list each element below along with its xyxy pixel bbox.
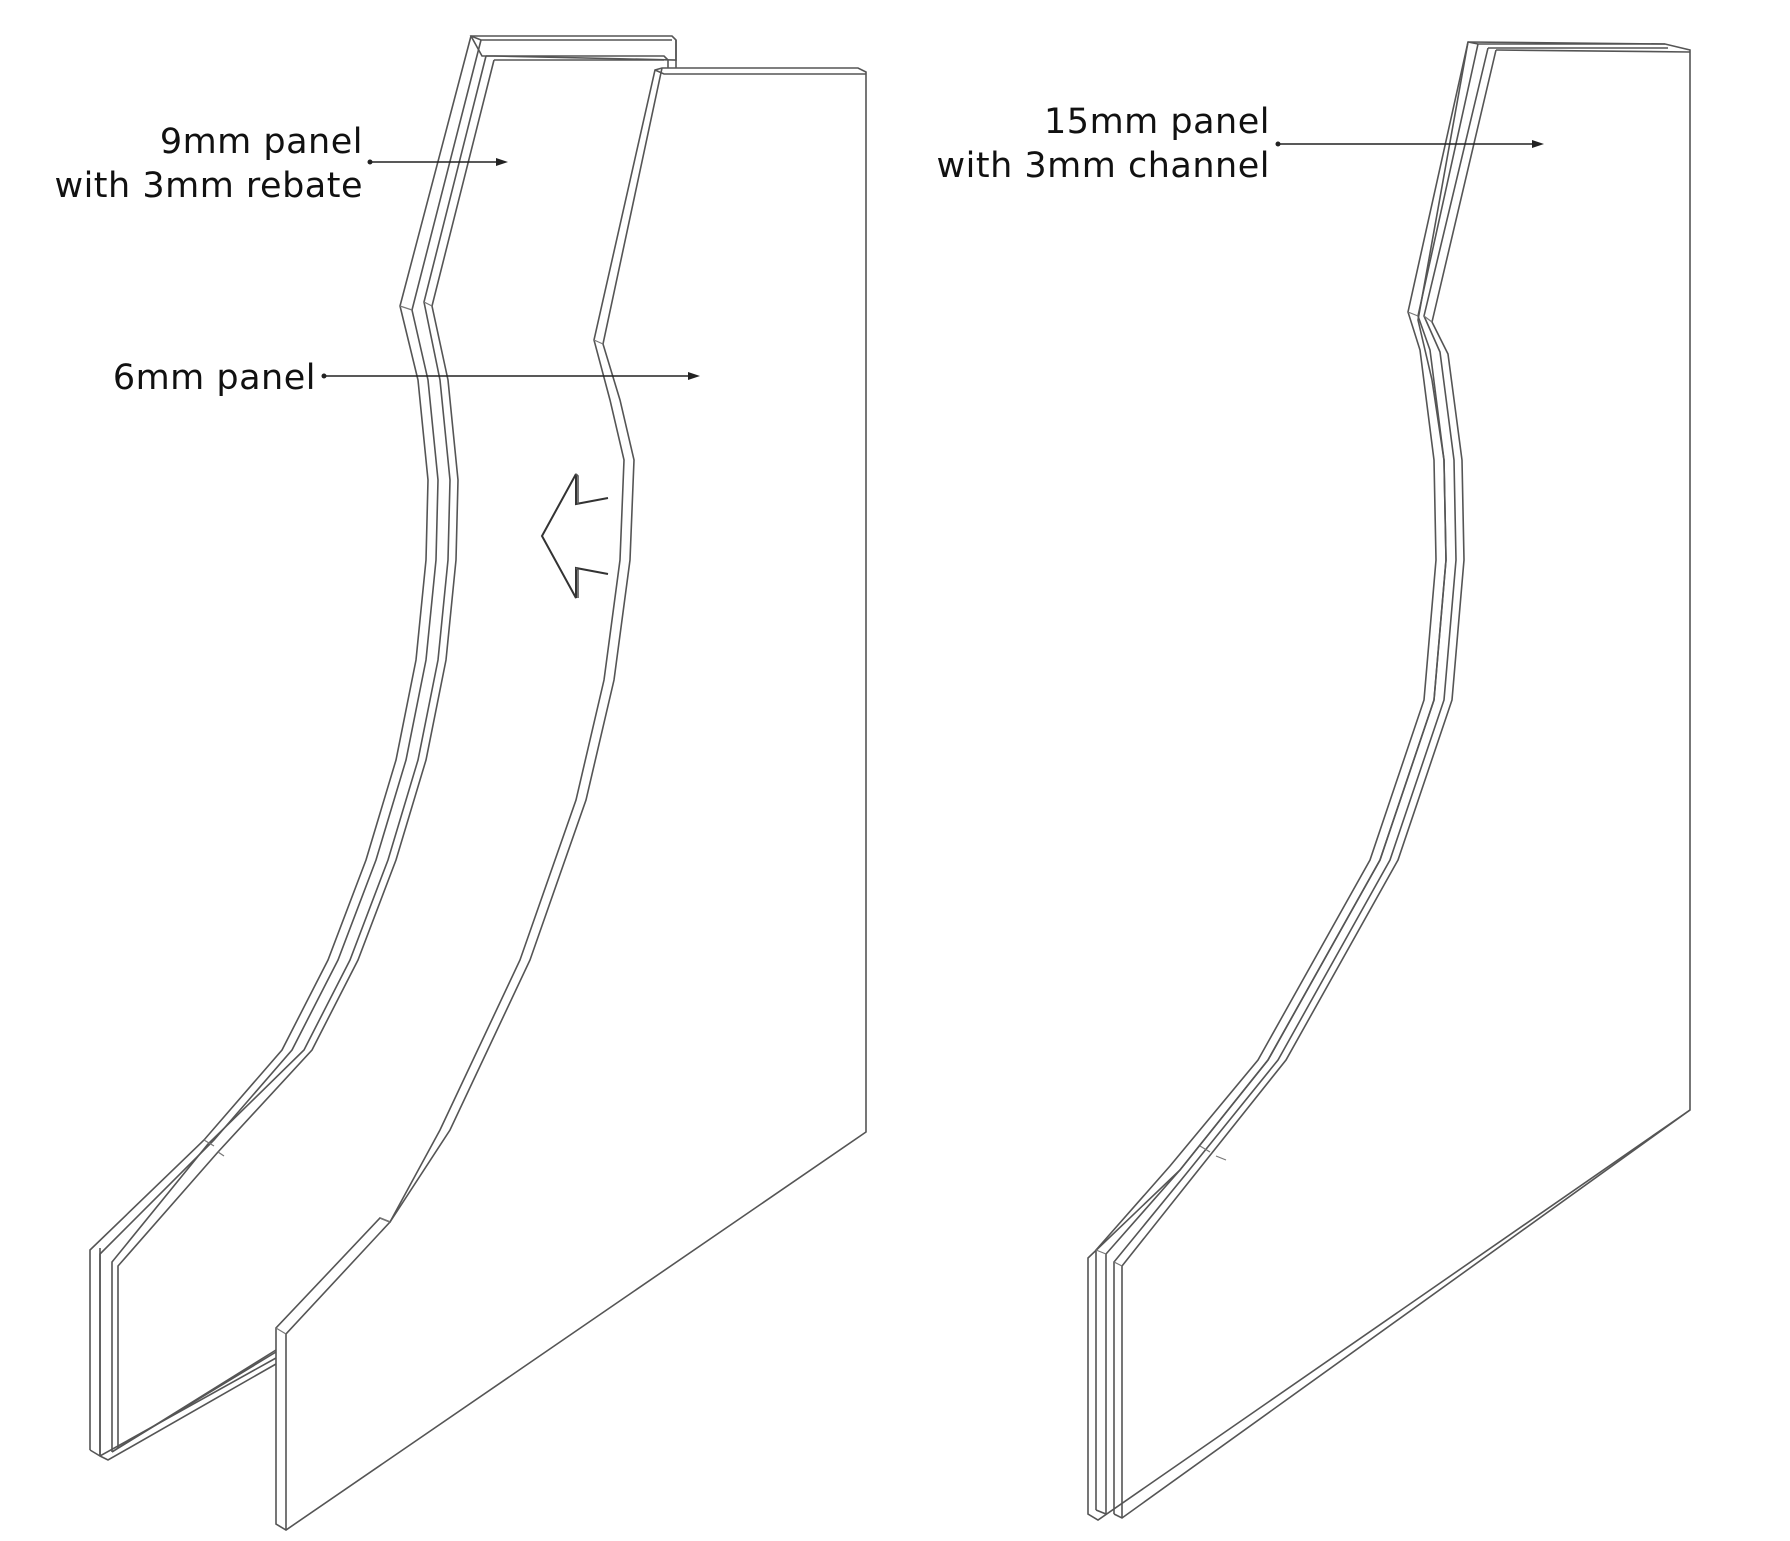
label-15mm-line2: with 3mm channel [936,146,1270,186]
insertion-arrow-icon [540,473,609,599]
nine-mm-panel [89,35,677,1461]
leader-6mm [321,372,700,380]
label-6mm-line1: 6mm panel [112,358,316,398]
label-6mm-panel: 6mm panel [113,356,316,400]
label-15mm-line1: 15mm panel [1044,102,1270,142]
leader-9mm [367,158,508,166]
six-mm-panel [275,67,867,1531]
leader-15mm [1275,140,1544,148]
label-9mm-line1: 9mm panel [159,122,363,162]
fifteen-mm-panel [1087,41,1691,1521]
label-9mm-panel: 9mm panel with 3mm rebate [54,120,363,208]
label-15mm-panel: 15mm panel with 3mm channel [937,100,1270,188]
label-9mm-line2: with 3mm rebate [54,166,363,206]
